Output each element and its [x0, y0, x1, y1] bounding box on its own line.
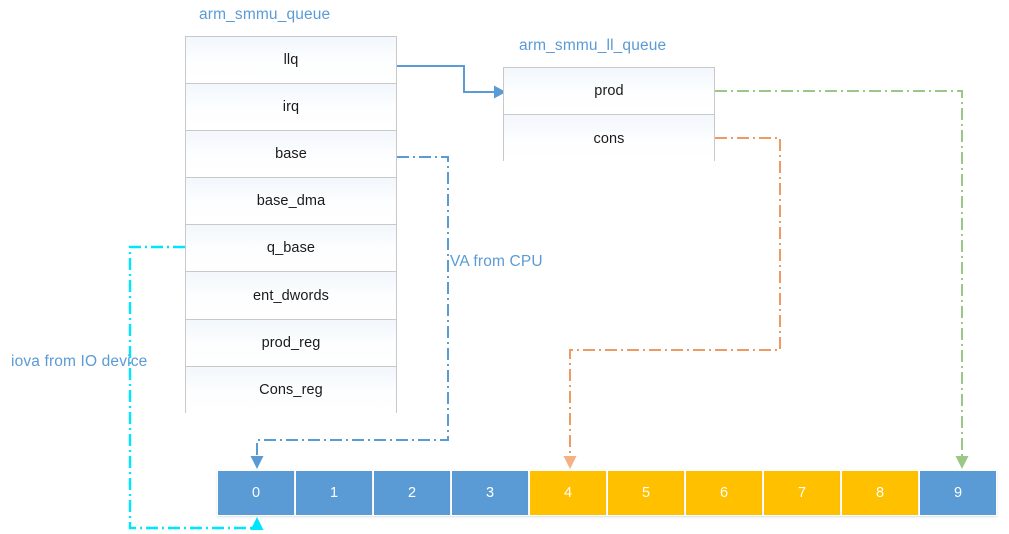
struct-field-label: ent_dwords: [253, 287, 329, 304]
array-cell: 2: [373, 470, 451, 516]
connector-prod-to-cell9: [715, 90, 969, 469]
array-cell: 6: [685, 470, 763, 516]
array-cell: 0: [217, 470, 295, 516]
struct-field-row: base: [186, 131, 396, 179]
annotation-iova-from-io-device: iova from IO device: [11, 353, 148, 370]
struct-field-row: prod: [504, 68, 714, 115]
array-cell-index: 8: [875, 485, 885, 501]
array-cell: 4: [529, 470, 607, 516]
array-cell: 5: [607, 470, 685, 516]
array-cell: 9: [919, 470, 997, 516]
struct-field-label: q_base: [266, 240, 316, 257]
struct-field-label: Cons_reg: [259, 382, 323, 399]
struct-field-row: cons: [504, 115, 714, 162]
array-cell-index: 9: [953, 485, 963, 501]
connector-llq-to-prod: [397, 65, 506, 99]
struct-field-row: q_base: [186, 225, 396, 273]
array-cell-index: 6: [719, 485, 729, 501]
struct-title-arm-smmu-queue: arm_smmu_queue: [199, 6, 331, 23]
array-cell-index: 0: [251, 485, 261, 501]
struct-field-label: llq: [283, 52, 299, 69]
struct-field-row: base_dma: [186, 178, 396, 226]
array-cell-index: 4: [563, 485, 573, 501]
connector-cons-to-cell4: [563, 137, 781, 469]
struct-field-label: prod_reg: [261, 334, 321, 351]
ring-buffer-array: 0 1 2 3 4 5 6 7 8 9: [217, 470, 997, 516]
struct-field-label: irq: [282, 99, 300, 116]
array-cell-index: 1: [329, 485, 339, 501]
array-cell-index: 2: [407, 485, 417, 501]
array-cell: 8: [841, 470, 919, 516]
array-cell: 7: [763, 470, 841, 516]
struct-field-row: prod_reg: [186, 319, 396, 367]
annotation-va-from-cpu: VA from CPU: [450, 253, 543, 270]
struct-field-label: cons: [593, 130, 625, 147]
array-cell: 1: [295, 470, 373, 516]
struct-field-row: ent_dwords: [186, 272, 396, 320]
struct-title-arm-smmu-ll-queue: arm_smmu_ll_queue: [519, 37, 667, 54]
array-cell-index: 3: [485, 485, 495, 501]
struct-box-arm-smmu-queue: llq irq base base_dma q_base ent_dwords …: [185, 36, 397, 414]
struct-field-row: llq: [186, 37, 396, 85]
struct-box-arm-smmu-ll-queue: prod cons: [503, 67, 715, 162]
struct-field-row: Cons_reg: [186, 366, 396, 414]
array-cell: 3: [451, 470, 529, 516]
array-cell-index: 7: [797, 485, 807, 501]
struct-field-label: base: [275, 146, 307, 163]
struct-field-row: irq: [186, 84, 396, 132]
struct-field-label: prod: [594, 83, 624, 99]
array-cell-index: 5: [641, 485, 651, 501]
struct-field-label: base_dma: [256, 193, 326, 210]
